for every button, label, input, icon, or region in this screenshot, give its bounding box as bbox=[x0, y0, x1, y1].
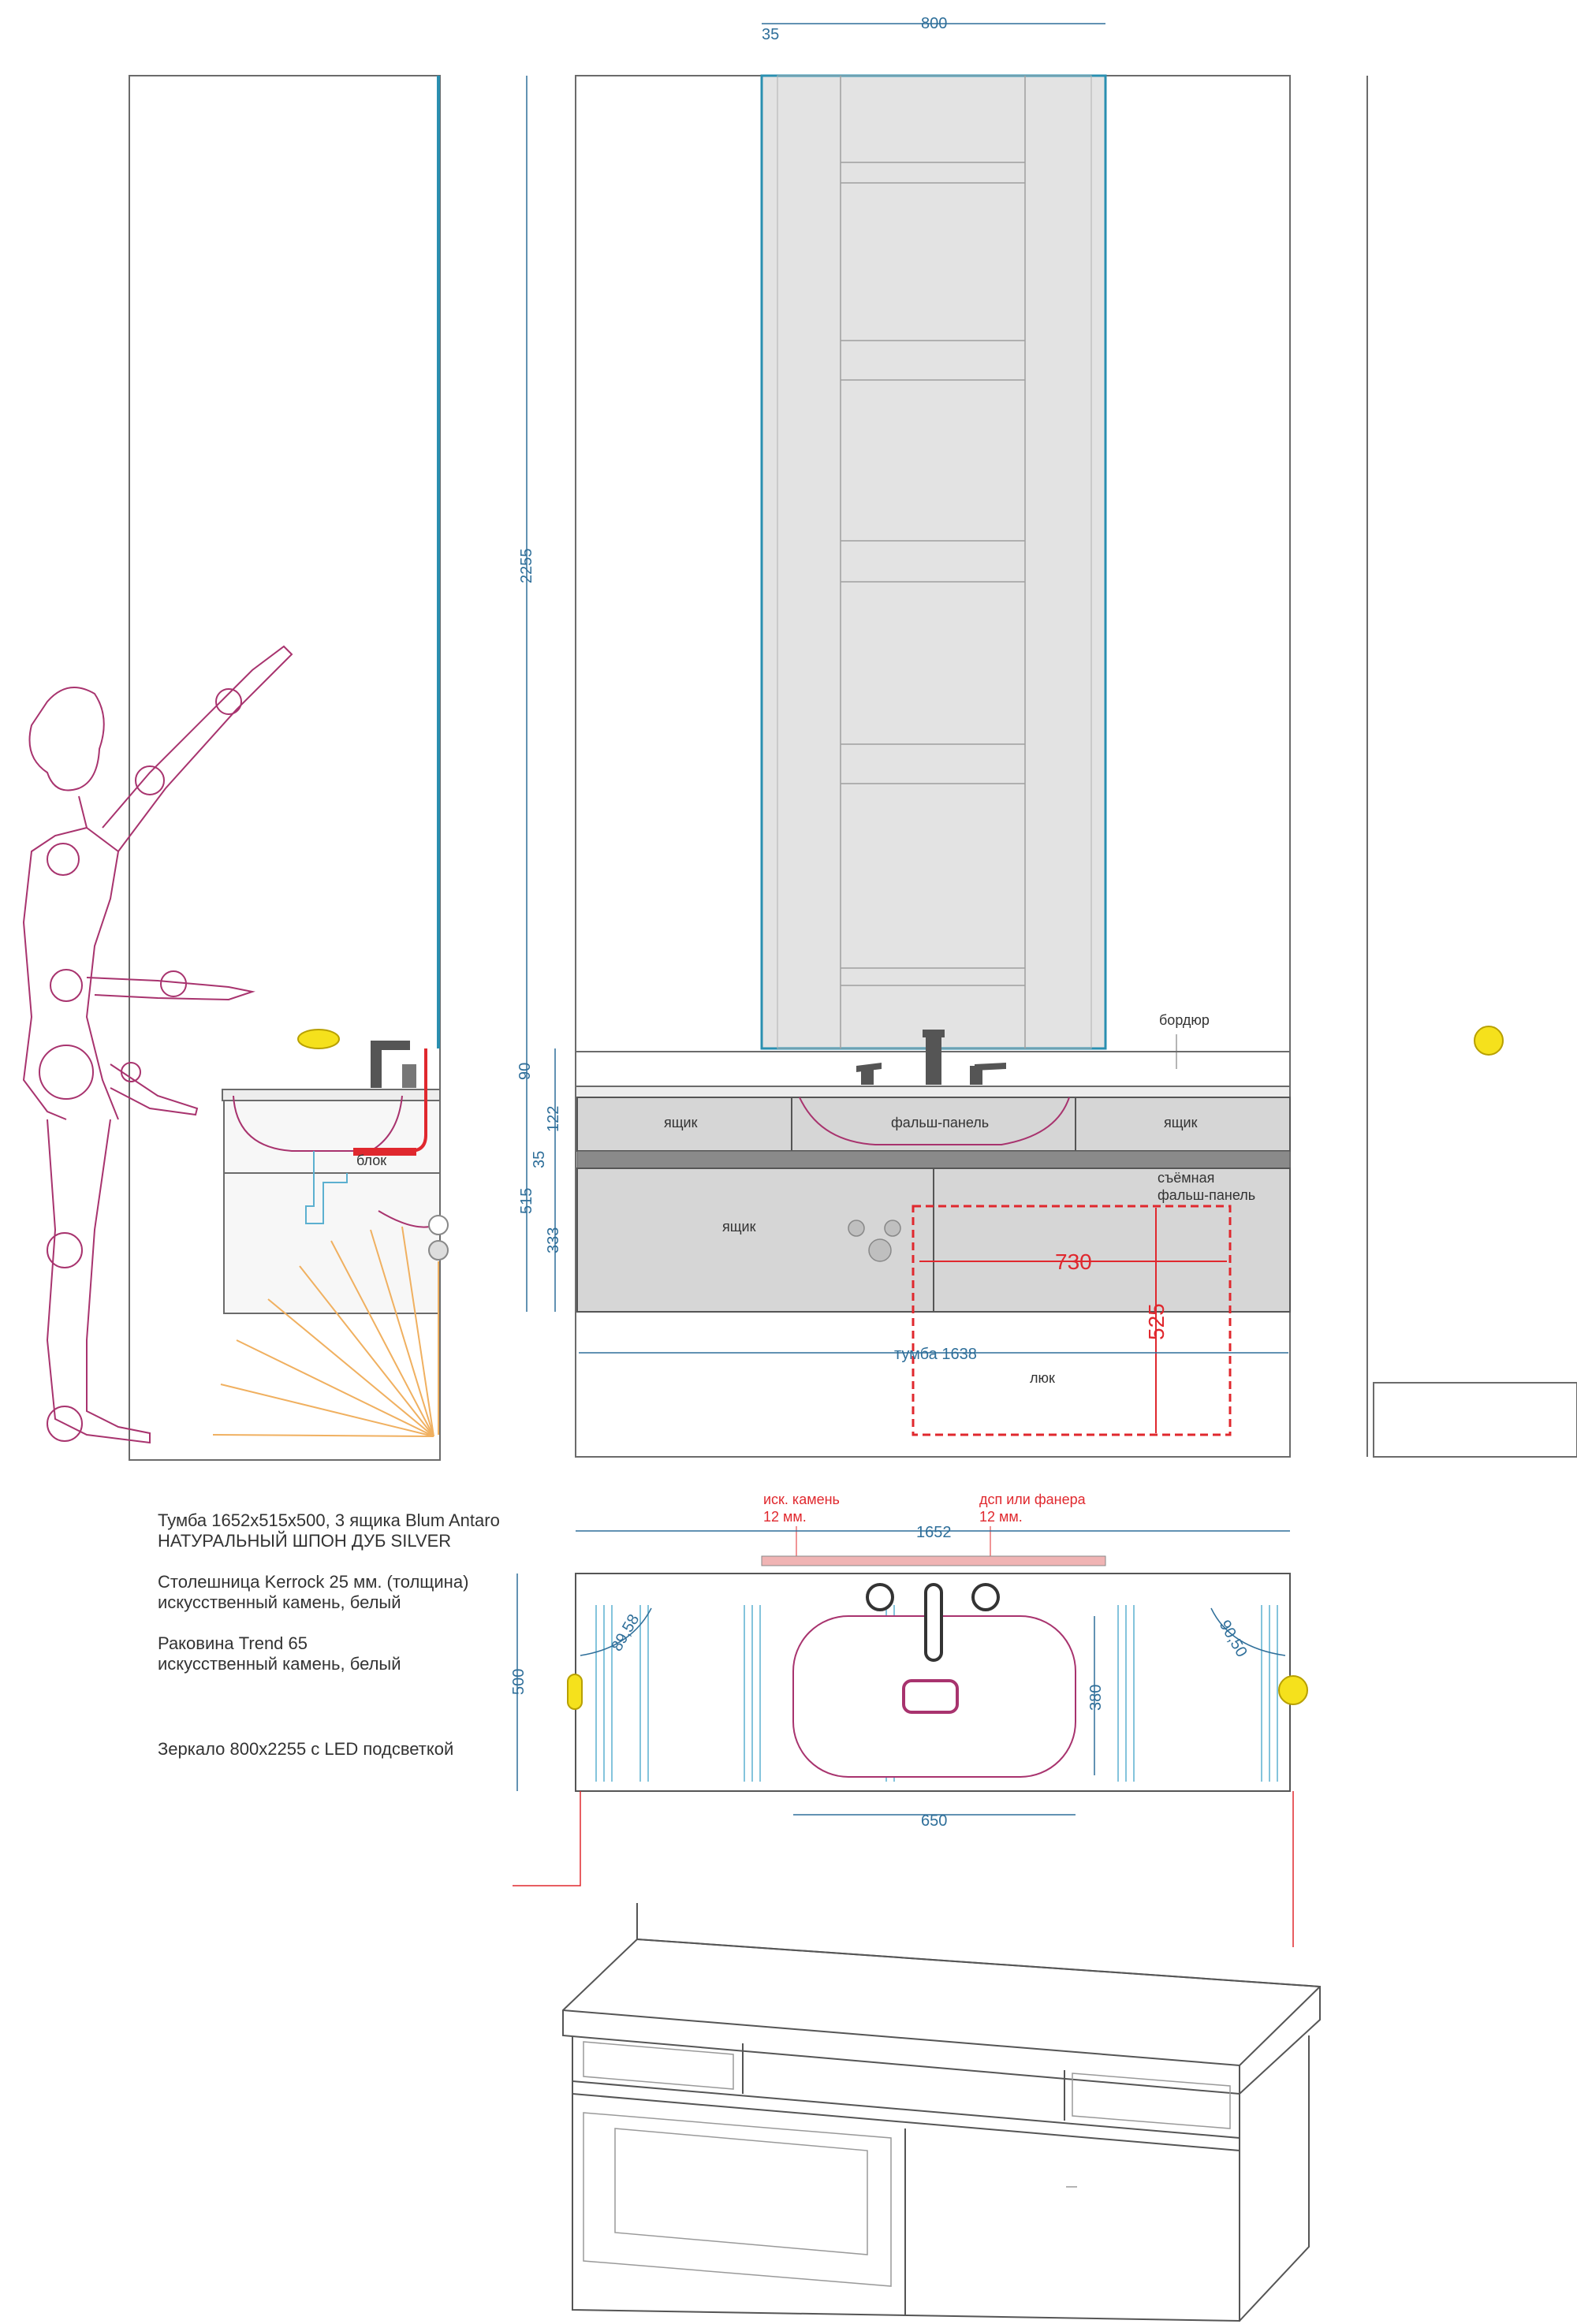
dim-730: 730 bbox=[1055, 1250, 1092, 1274]
dim-35-top: 35 bbox=[762, 26, 779, 43]
label-board-2: 12 мм. bbox=[979, 1509, 1023, 1525]
dim-500: 500 bbox=[510, 1669, 528, 1695]
spec-line-1: Тумба 1652х515х500, 3 ящика Blum Antaro bbox=[158, 1510, 500, 1530]
dim-525: 525 bbox=[1144, 1303, 1169, 1340]
spec-line-4: искусственный камень, белый bbox=[158, 1592, 401, 1612]
label-removable-2: фальш-панель bbox=[1158, 1187, 1255, 1203]
plan-switch-right-icon bbox=[1278, 1675, 1308, 1705]
top-drawer-row bbox=[576, 1097, 1291, 1152]
dim-35-side: 35 bbox=[531, 1151, 548, 1168]
label-drawer-left: ящик bbox=[664, 1115, 698, 1130]
side-cabinet bbox=[223, 1100, 441, 1314]
bottom-drawer bbox=[576, 1168, 934, 1313]
side-switch-icon bbox=[297, 1029, 340, 1049]
side-sink-bowl bbox=[233, 1095, 403, 1152]
spec-line-5: Раковина Trend 65 bbox=[158, 1633, 308, 1653]
iso-drawer-internals bbox=[583, 2041, 1231, 2287]
spec-line-3: Столешница Kerrock 25 мм. (толщина) bbox=[158, 1572, 468, 1592]
plan-view: иск. камень 12 мм. дсп или фанера 12 мм.… bbox=[510, 1492, 1308, 1947]
drain-outlet-1 bbox=[428, 1215, 449, 1235]
label-false-panel: фальш-панель bbox=[891, 1115, 989, 1130]
side-section-view: блок bbox=[129, 75, 449, 1461]
right-switch-icon bbox=[1474, 1026, 1504, 1056]
iso-countertop bbox=[562, 1938, 1321, 2095]
reach-rays bbox=[212, 1226, 434, 1437]
iso-bottom-drawers bbox=[572, 2093, 1240, 2316]
countertop-front bbox=[575, 1086, 1291, 1098]
dim-650: 650 bbox=[921, 1812, 947, 1830]
dim-333: 333 bbox=[545, 1227, 562, 1253]
dim-vanity-1638: тумба 1638 bbox=[894, 1346, 977, 1363]
label-board-1: дсп или фанера bbox=[979, 1492, 1087, 1507]
label-removable-1: съёмная bbox=[1158, 1170, 1214, 1186]
drain-outlet-2 bbox=[428, 1240, 449, 1261]
label-stone-2: 12 мм. bbox=[763, 1509, 807, 1525]
right-elevation-view bbox=[1366, 76, 1577, 1458]
spec-line-6: искусственный камень, белый bbox=[158, 1654, 401, 1674]
plan-switch-left-icon bbox=[567, 1674, 583, 1710]
mirror-shelves bbox=[840, 76, 1026, 1048]
dim-1652: 1652 bbox=[916, 1524, 952, 1541]
siphon bbox=[305, 1151, 348, 1224]
plan-taps-icon bbox=[866, 1583, 1000, 1662]
front-sink-outline bbox=[799, 1097, 1070, 1145]
access-hatch bbox=[912, 1205, 1232, 1436]
plan-backboard bbox=[761, 1555, 1106, 1566]
label-stone-1: иск. камень bbox=[763, 1492, 840, 1507]
red-block bbox=[353, 1148, 416, 1156]
dim-380: 380 bbox=[1087, 1685, 1105, 1711]
dim-90: 90 bbox=[516, 1063, 534, 1080]
arc-right bbox=[1210, 1607, 1286, 1656]
iso-top-drawers bbox=[572, 2037, 1240, 2139]
right-floor-box bbox=[1373, 1382, 1577, 1458]
front-elevation-view: 800 35 2255 515 90 122 35 333 бордюр bbox=[516, 15, 1291, 1458]
dim-2255: 2255 bbox=[518, 549, 535, 584]
front-faucet-icon bbox=[856, 1030, 1006, 1085]
iso-backsplash bbox=[636, 1903, 1321, 2017]
label-border: бордюр bbox=[1159, 1012, 1210, 1028]
pipe-holes bbox=[848, 1220, 901, 1262]
side-label-block: блок bbox=[356, 1153, 386, 1168]
spec-line-7: Зеркало 800х2255 с LED подсветкой bbox=[158, 1739, 453, 1759]
side-faucet-base bbox=[402, 1064, 416, 1088]
side-countertop bbox=[222, 1089, 441, 1101]
spec-line-2: НАТУРАЛЬНЫЙ ШПОН ДУБ SILVER bbox=[158, 1531, 451, 1551]
label-drawer-right: ящик bbox=[1164, 1115, 1198, 1130]
isometric-view bbox=[562, 1903, 1321, 2322]
arc-left bbox=[580, 1607, 652, 1656]
label-drawer-bottom: ящик bbox=[722, 1219, 756, 1235]
human-scale-figure bbox=[22, 645, 293, 1444]
drain-pipe bbox=[378, 1210, 431, 1228]
dim-515: 515 bbox=[518, 1188, 535, 1214]
side-faucet-icon bbox=[371, 1041, 410, 1088]
drawer-gap bbox=[576, 1150, 1291, 1169]
plan-drain bbox=[902, 1679, 959, 1714]
mirror bbox=[760, 74, 1107, 1050]
label-hatch: люк bbox=[1030, 1370, 1055, 1386]
dim-800: 800 bbox=[921, 15, 947, 32]
spec-notes: Тумба 1652х515х500, 3 ящика Blum Antaro … bbox=[158, 1510, 500, 1759]
dim-122: 122 bbox=[545, 1106, 562, 1132]
